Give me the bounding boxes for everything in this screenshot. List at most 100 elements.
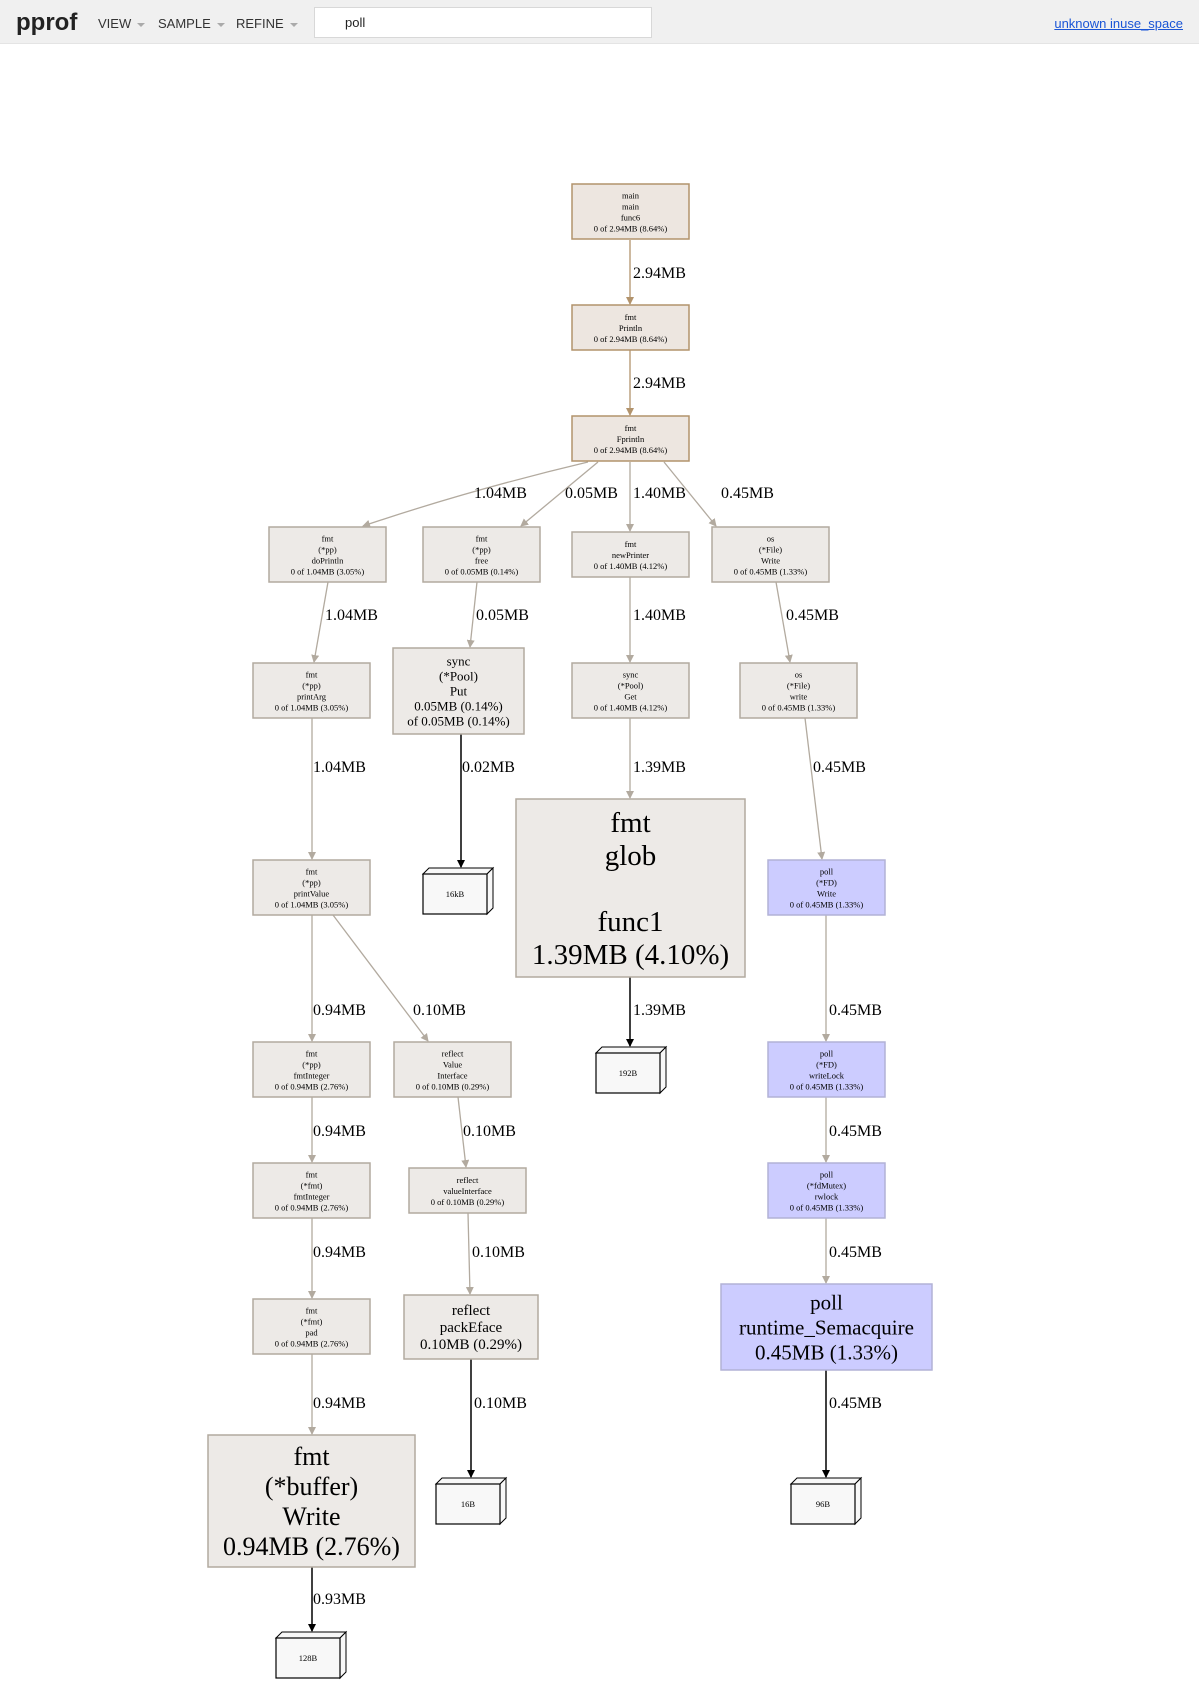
node-box[interactable] — [739, 662, 858, 719]
edge-e4[interactable]: 0.05MB — [520, 461, 618, 527]
node-box[interactable] — [268, 526, 387, 583]
edge-e7[interactable]: 1.04MB — [311, 581, 378, 663]
edge-e27[interactable]: 0.45MB — [822, 1370, 882, 1478]
node-box[interactable] — [767, 1041, 886, 1098]
sample-box-128b[interactable]: 128B — [274, 1630, 348, 1680]
edge-e11[interactable]: 1.04MB — [308, 718, 366, 860]
edge-e22[interactable]: 0.94MB — [308, 1218, 366, 1299]
edge-line[interactable] — [457, 1096, 470, 1168]
sample-menu[interactable]: SAMPLE — [158, 16, 225, 31]
edge-e17[interactable]: 1.39MB — [626, 977, 686, 1047]
edge-line[interactable] — [663, 461, 717, 527]
sample-box-96b[interactable]: 96B — [789, 1476, 863, 1526]
edge-label: 1.39MB — [633, 759, 686, 776]
node-box[interactable] — [252, 1298, 371, 1355]
edge-line[interactable] — [332, 914, 429, 1042]
pprof-logo[interactable]: pprof — [16, 9, 78, 36]
edge-e13[interactable]: 1.39MB — [626, 718, 686, 799]
node-box[interactable] — [571, 662, 690, 719]
edge-e3[interactable]: 1.04MB — [362, 461, 589, 528]
node-box[interactable] — [252, 1162, 371, 1219]
node-box[interactable] — [711, 526, 830, 583]
node-box[interactable] — [571, 304, 690, 351]
edge-e25[interactable]: 0.94MB — [308, 1354, 366, 1435]
node-box[interactable] — [393, 1041, 512, 1098]
edge-line[interactable] — [466, 581, 478, 648]
edge-e14[interactable]: 0.45MB — [804, 717, 866, 860]
node-label-line: (*File) — [759, 544, 782, 554]
node-box[interactable] — [767, 859, 886, 916]
edge-line[interactable] — [362, 461, 589, 528]
edge-e9[interactable]: 1.40MB — [626, 577, 686, 663]
edge-e23[interactable]: 0.10MB — [465, 1212, 525, 1295]
edge-e24[interactable]: 0.45MB — [822, 1218, 882, 1284]
edge-e6[interactable]: 0.45MB — [663, 461, 774, 527]
edge-line[interactable] — [465, 1212, 474, 1295]
edge-line[interactable] — [311, 581, 329, 663]
node-box[interactable] — [767, 1162, 886, 1219]
sample-box-16kb[interactable]: 16kB — [421, 866, 495, 916]
edge-line[interactable] — [804, 717, 826, 860]
view-menu[interactable]: VIEW — [98, 16, 146, 31]
edge-e16[interactable]: 0.10MB — [332, 914, 466, 1042]
edge-e15[interactable]: 0.94MB — [308, 915, 366, 1042]
node-box[interactable] — [252, 1041, 371, 1098]
edge-e10[interactable]: 0.45MB — [775, 581, 839, 663]
edge-e8[interactable]: 0.05MB — [466, 581, 529, 648]
node-box[interactable] — [571, 415, 690, 462]
node-box[interactable] — [515, 798, 746, 978]
edge-e12[interactable]: 0.02MB — [457, 734, 515, 868]
node-box[interactable] — [571, 531, 690, 578]
node-box[interactable] — [403, 1294, 539, 1360]
edge-line[interactable] — [520, 461, 599, 527]
sample-box-16b[interactable]: 16B — [434, 1476, 508, 1526]
node-box[interactable] — [207, 1434, 416, 1568]
node-box[interactable] — [422, 526, 541, 583]
edge-e20[interactable]: 0.10MB — [457, 1096, 516, 1168]
edge-e5[interactable]: 1.40MB — [626, 462, 686, 532]
node-box[interactable] — [392, 647, 525, 735]
edge-e26[interactable]: 0.10MB — [467, 1359, 527, 1478]
edge-line[interactable] — [775, 581, 793, 663]
edge-e1[interactable]: 2.94MB — [626, 240, 686, 305]
edge-e21[interactable]: 0.45MB — [822, 1097, 882, 1163]
node-box[interactable] — [571, 183, 690, 240]
profile-link[interactable]: unknown inuse_space — [1054, 16, 1183, 31]
refine-menu[interactable]: REFINE — [236, 16, 298, 31]
edge-e28[interactable]: 0.93MB — [308, 1567, 366, 1632]
search-input[interactable] — [314, 7, 652, 38]
node-box[interactable] — [252, 662, 371, 719]
node-box[interactable] — [408, 1167, 527, 1214]
edge-e18[interactable]: 0.45MB — [822, 915, 882, 1042]
sample-box-192b[interactable]: 192B — [594, 1045, 668, 1095]
edge-e19[interactable]: 0.94MB — [308, 1097, 366, 1163]
node-box[interactable] — [720, 1283, 933, 1371]
node-box[interactable] — [252, 859, 371, 916]
edge-e2[interactable]: 2.94MB — [626, 350, 686, 416]
